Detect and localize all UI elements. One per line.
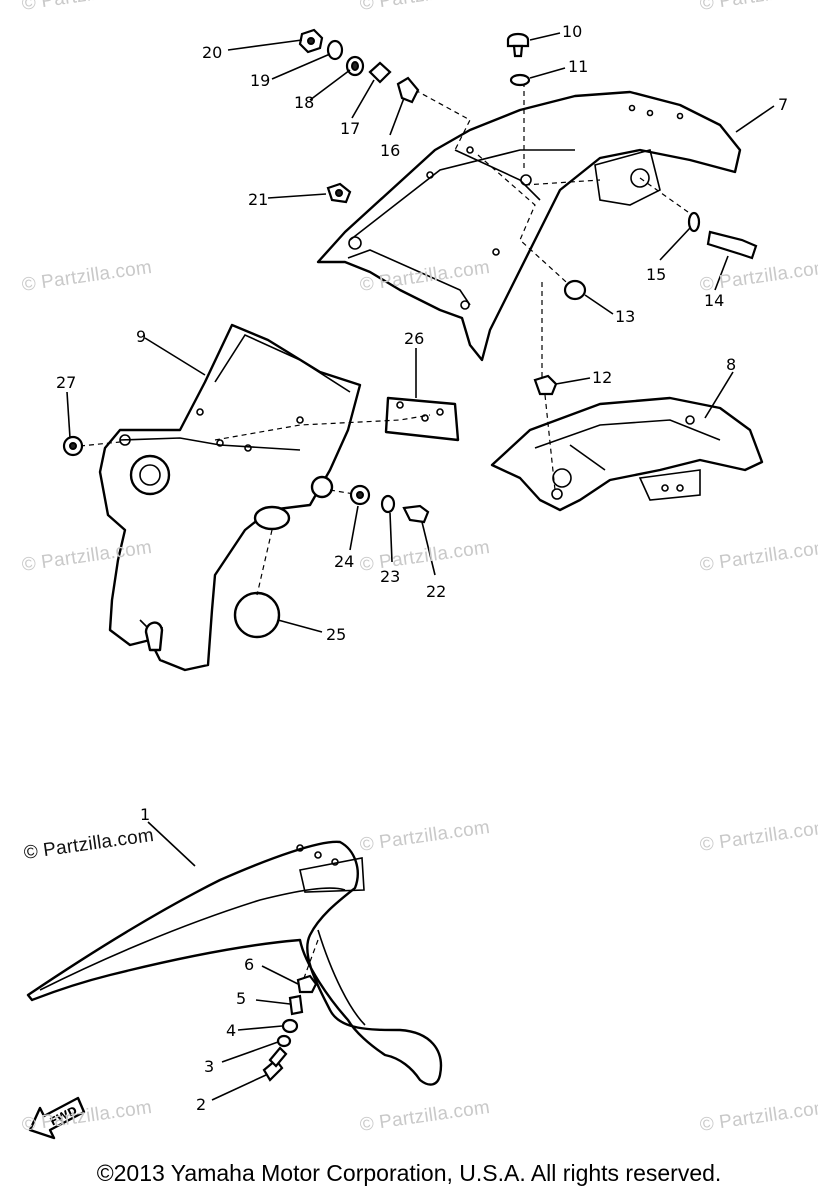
callout-5: 5: [236, 989, 246, 1008]
callout-23: 23: [380, 567, 400, 586]
hardware-washer-18: [345, 55, 365, 77]
hardware-bolt-22: [402, 504, 430, 524]
callout-27: 27: [56, 373, 76, 392]
hardware-grommet-16: [396, 76, 420, 104]
callout-17: 17: [340, 119, 360, 138]
hardware-washer-11: [509, 73, 531, 87]
callout-11: 11: [568, 57, 588, 76]
rear-fender-part: [316, 90, 742, 362]
hardware-washer-24: [349, 484, 371, 506]
callout-19: 19: [250, 71, 270, 90]
plate-part: [384, 396, 460, 442]
taillight-bracket-part: [98, 323, 362, 672]
hardware-washer-23: [380, 494, 396, 514]
hardware-washer-4: [281, 1018, 299, 1034]
callout-16: 16: [380, 141, 400, 160]
callout-9: 9: [136, 327, 146, 346]
hardware-grommet-21: [326, 182, 352, 204]
hardware-collar-17: [368, 61, 392, 84]
callout-21: 21: [248, 190, 268, 209]
callout-2: 2: [196, 1095, 206, 1114]
hardware-washer-19: [326, 39, 344, 61]
hardware-collar-5: [288, 994, 304, 1016]
leader-lines: [66, 32, 775, 1101]
hardware-bolt-10: [506, 32, 530, 58]
hardware-washer-15: [687, 211, 701, 233]
callout-24: 24: [334, 552, 354, 571]
hardware-nut-6: [296, 974, 318, 994]
callout-8: 8: [726, 355, 736, 374]
front-fender-part: [26, 840, 443, 1086]
hardware-bolt-14: [706, 230, 758, 260]
assembly-lines: [79, 82, 689, 979]
callout-7: 7: [778, 95, 788, 114]
hardware-nut-27: [62, 435, 84, 457]
callout-labels: 1 2 3 4 5 6 7 8 9 10 11 12 13 14 15 16 1…: [56, 22, 788, 1114]
hardware-nut-20: [298, 28, 324, 54]
hardware-nut-13: [563, 279, 587, 301]
copyright-text: ©2013 Yamaha Motor Corporation, U.S.A. A…: [96, 1160, 722, 1186]
callout-12: 12: [592, 368, 612, 387]
cap-part: [233, 591, 281, 639]
callout-14: 14: [704, 291, 724, 310]
callout-3: 3: [204, 1057, 214, 1076]
hardware-bolt-2: [262, 1046, 288, 1082]
callout-15: 15: [646, 265, 666, 284]
callout-4: 4: [226, 1021, 236, 1040]
callout-20: 20: [202, 43, 222, 62]
callout-18: 18: [294, 93, 314, 112]
callout-1: 1: [140, 805, 150, 824]
callout-6: 6: [244, 955, 254, 974]
callout-26: 26: [404, 329, 424, 348]
callout-25: 25: [326, 625, 346, 644]
callout-22: 22: [426, 582, 446, 601]
callout-13: 13: [615, 307, 635, 326]
hardware-washer-3: [276, 1034, 292, 1048]
callout-10: 10: [562, 22, 582, 41]
fender-bracket-part: [490, 396, 764, 512]
hardware-nut-12: [533, 374, 558, 396]
